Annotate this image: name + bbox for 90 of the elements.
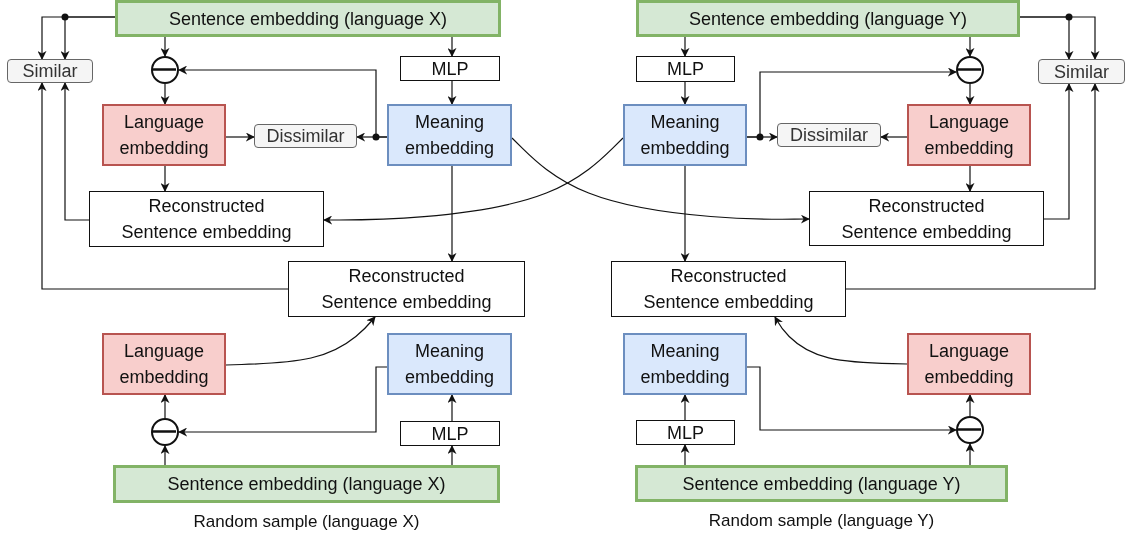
- arrow: [965, 443, 975, 466]
- arrow: [1019, 16, 1074, 60]
- arrow: [965, 165, 975, 192]
- comparison-tag: [1038, 59, 1125, 84]
- arrow: [178, 366, 388, 437]
- node-label: Meaning embedding: [403, 340, 496, 389]
- process-box: [400, 421, 500, 446]
- node-label: Sentence embedding (language X): [167, 473, 446, 496]
- subtract-operator: [151, 56, 179, 84]
- arrow: [845, 83, 1100, 290]
- arrow: [680, 165, 690, 262]
- arrow: [323, 137, 624, 225]
- process-box: [611, 261, 846, 317]
- arrow: [1043, 83, 1074, 220]
- node-label: Dissimilar: [790, 124, 868, 147]
- node-label: Language embedding: [118, 111, 210, 160]
- node-label: Reconstructed Sentence embedding: [120, 195, 293, 244]
- node-label: Sentence embedding (language Y): [682, 472, 961, 496]
- node-label: Language embedding: [923, 111, 1015, 160]
- arrow: [511, 137, 810, 224]
- process-box: [809, 191, 1044, 246]
- process-box: [288, 261, 525, 317]
- node-label: Reconstructed Sentence embedding: [642, 265, 815, 314]
- process-box: [636, 420, 735, 445]
- arrow: [160, 36, 170, 57]
- arrow: [680, 394, 690, 421]
- sentence-embedding-box: [115, 0, 501, 37]
- language-embedding-box: [907, 333, 1031, 395]
- node-label: Language embedding: [923, 340, 1015, 389]
- node-label: Similar: [1054, 60, 1109, 84]
- node-label: Reconstructed Sentence embedding: [840, 194, 1013, 244]
- sentence-embedding-box: [635, 465, 1008, 502]
- arrow: [60, 16, 116, 60]
- node-label: Random sample (language Y): [708, 511, 935, 531]
- arrow: [160, 445, 170, 466]
- node-label: Meaning embedding: [403, 111, 496, 160]
- arrow: [680, 36, 690, 57]
- arrow: [680, 81, 690, 105]
- comparison-tag: [7, 59, 93, 83]
- node-label: Dissimilar: [266, 125, 345, 148]
- arrow: [880, 132, 908, 142]
- meaning-embedding-box: [623, 104, 747, 166]
- arrow: [965, 394, 975, 417]
- meaning-embedding-box: [623, 333, 747, 395]
- arrow: [447, 80, 457, 105]
- process-box: [89, 191, 324, 247]
- sentence-embedding-box: [636, 0, 1020, 37]
- arrow: [680, 444, 690, 466]
- arrow: [447, 394, 457, 422]
- node-label: Random sample (language X): [193, 512, 420, 532]
- arrow: [160, 394, 170, 419]
- node-label: Language embedding: [118, 340, 210, 389]
- arrow: [447, 445, 457, 466]
- arrow: [225, 316, 376, 366]
- arrow: [965, 83, 975, 105]
- arrow: [160, 165, 170, 192]
- node-label: Meaning embedding: [639, 340, 731, 389]
- node-label: Sentence embedding (language Y): [689, 7, 967, 31]
- language-embedding-box: [102, 333, 226, 395]
- meaning-embedding-box: [387, 104, 512, 166]
- node-label: MLP: [667, 421, 704, 445]
- arrow: [160, 83, 170, 105]
- arrow: [447, 36, 457, 57]
- arrow: [746, 366, 957, 435]
- node-label: MLP: [667, 58, 704, 81]
- node-label: Sentence embedding (language X): [168, 7, 448, 31]
- node-label: MLP: [431, 422, 469, 446]
- subtract-operator: [956, 416, 984, 444]
- comparison-tag: [254, 124, 357, 148]
- meaning-embedding-box: [387, 333, 512, 395]
- arrow: [447, 165, 457, 262]
- process-box: [636, 56, 735, 82]
- subtract-operator: [956, 56, 984, 84]
- node-label: Similar: [22, 60, 78, 83]
- subtract-operator: [151, 418, 179, 446]
- arrow: [225, 132, 255, 142]
- arrow: [37, 82, 289, 290]
- arrow: [356, 132, 388, 142]
- language-embedding-box: [102, 104, 226, 166]
- arrow: [746, 132, 778, 142]
- node-label: Meaning embedding: [639, 111, 731, 160]
- sentence-embedding-box: [113, 465, 500, 503]
- language-embedding-box: [907, 104, 1031, 166]
- arrow: [965, 36, 975, 57]
- process-box: [400, 56, 500, 81]
- comparison-tag: [777, 123, 881, 147]
- node-label: Reconstructed Sentence embedding: [320, 265, 493, 314]
- node-label: MLP: [431, 57, 469, 81]
- arrow: [774, 316, 908, 365]
- arrow: [60, 82, 90, 221]
